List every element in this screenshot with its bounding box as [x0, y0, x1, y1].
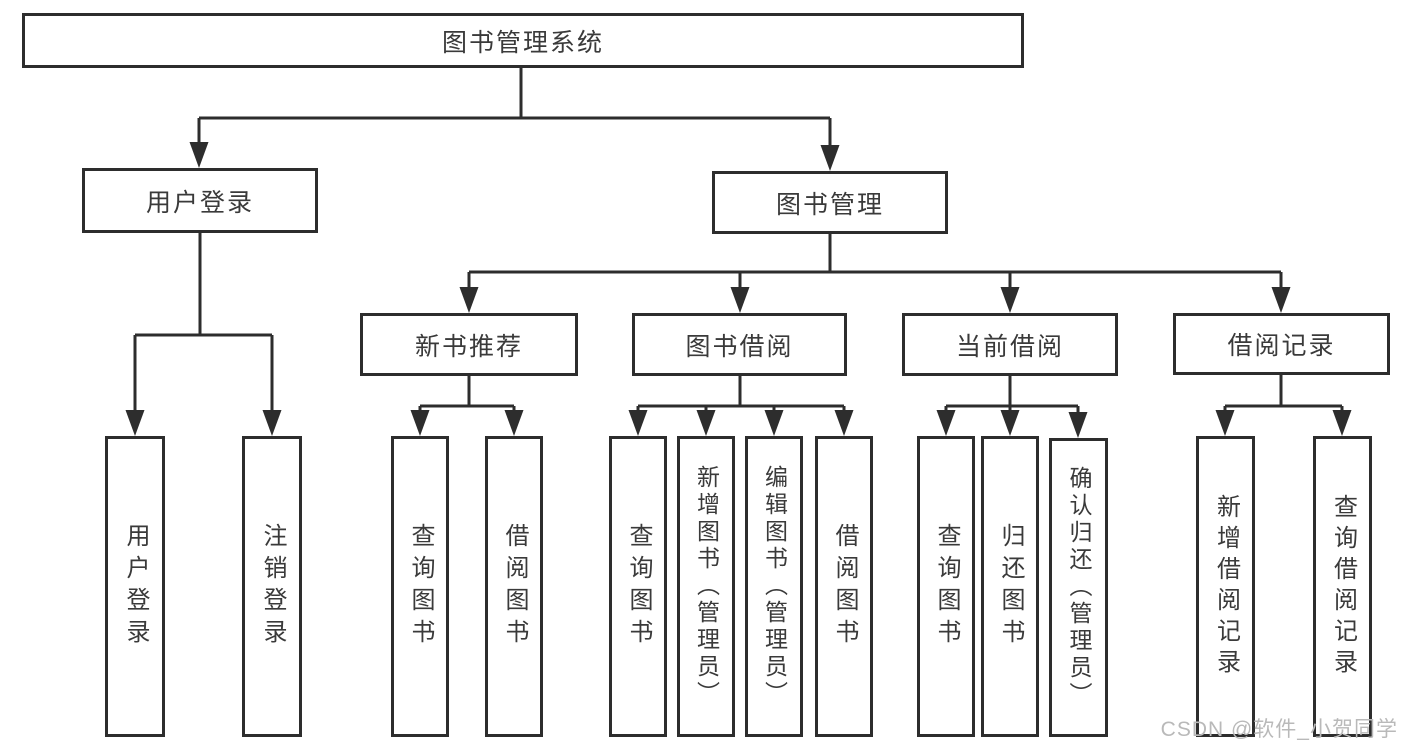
leaf-query-borrow-record: 查询借阅记录: [1313, 436, 1372, 737]
leaf-user-login: 用户登录: [105, 436, 165, 737]
csdn-watermark: CSDN @软件_小贺同学: [1160, 718, 1398, 741]
node-book-borrowing: 图书借阅: [632, 313, 847, 376]
leaf-borrow-book: 借阅图书: [815, 436, 873, 737]
leaf-confirm-return-admin: 确认归还（管理员）: [1049, 438, 1108, 737]
leaf-query-book-borrowing: 查询图书: [609, 436, 667, 737]
leaf-query-book-recommend: 查询图书: [391, 436, 449, 737]
leaf-borrow-book-recommend: 借阅图书: [485, 436, 543, 737]
leaf-edit-book-admin: 编辑图书（管理员）: [745, 436, 803, 737]
leaf-query-book-current: 查询图书: [917, 436, 975, 737]
leaf-return-book: 归还图书: [981, 436, 1039, 737]
node-current-borrowing: 当前借阅: [902, 313, 1118, 376]
node-user-login: 用户登录: [82, 168, 318, 233]
arrowheads: [125, 142, 1352, 438]
leaf-add-borrow-record: 新增借阅记录: [1196, 436, 1255, 737]
node-new-book-recommendation: 新书推荐: [360, 313, 578, 376]
node-book-management: 图书管理: [712, 171, 948, 234]
leaf-add-book-admin: 新增图书（管理员）: [677, 436, 735, 737]
node-library-management-system: 图书管理系统: [22, 13, 1024, 68]
leaf-logout: 注销登录: [242, 436, 302, 737]
node-borrowing-records: 借阅记录: [1173, 313, 1390, 375]
